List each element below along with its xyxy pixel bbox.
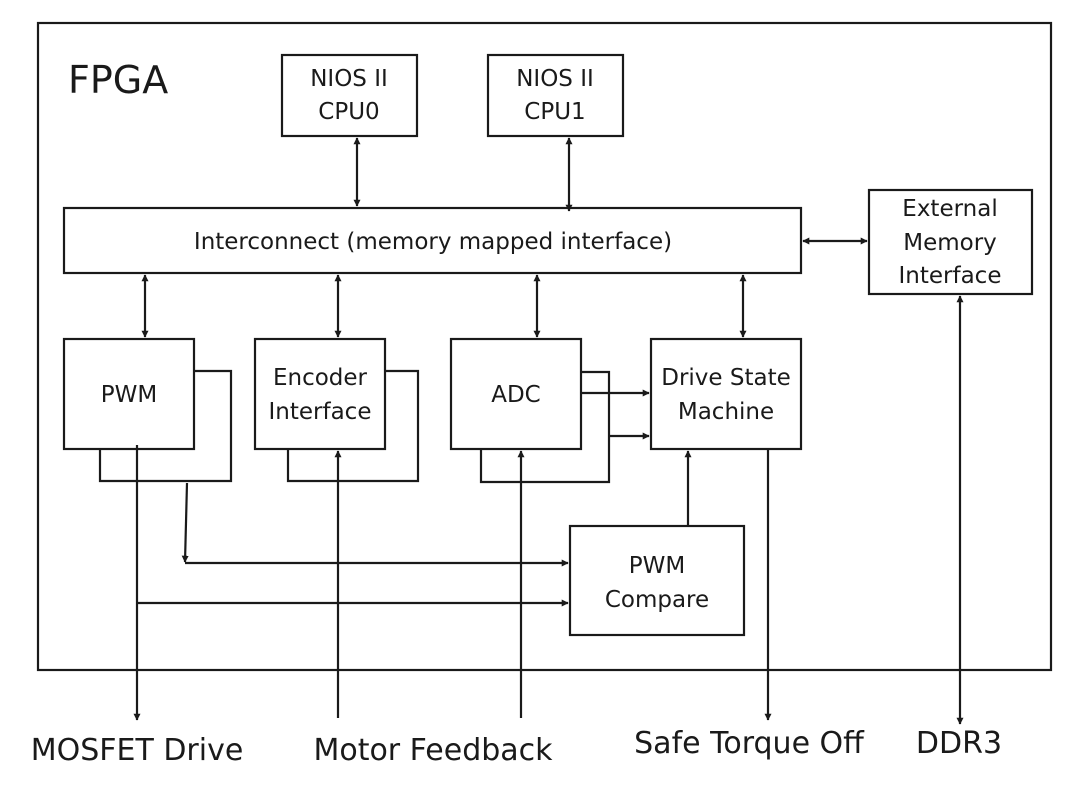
dsm-label-line2: Machine — [678, 399, 774, 425]
ext-mem-label-line1: External — [902, 196, 997, 222]
pwm-compare-block[interactable]: PWM Compare — [568, 524, 746, 637]
pwm-compare-label-line1: PWM — [629, 553, 685, 579]
pwm-block[interactable]: PWM — [62, 337, 196, 451]
cpu1-block[interactable]: NIOS II CPU1 — [486, 53, 625, 138]
label-mosfet-drive: MOSFET Drive — [31, 733, 244, 768]
label-safe-torque-off: Safe Torque Off — [634, 726, 865, 761]
encoder-stack-outline — [286, 369, 420, 483]
dsm-label-line1: Drive State — [661, 365, 791, 391]
label-motor-feedback: Motor Feedback — [313, 733, 553, 768]
ext-mem-label-line3: Interface — [899, 263, 1002, 289]
pwm-compare-label-line2: Compare — [605, 587, 709, 613]
cpu0-label-line2: CPU0 — [318, 99, 379, 125]
label-ddr3: DDR3 — [916, 726, 1002, 761]
encoder-interface-block[interactable]: Encoder Interface — [253, 337, 387, 451]
adc-label: ADC — [491, 382, 541, 408]
interconnect-label: Interconnect (memory mapped interface) — [194, 229, 672, 255]
pwm-stack-outline — [98, 369, 233, 483]
ext-mem-label-line2: Memory — [903, 230, 997, 256]
pwm-label: PWM — [101, 382, 157, 408]
cpu1-label-line1: NIOS II — [516, 66, 594, 92]
fpga-title: FPGA — [68, 58, 168, 102]
encoder-label-line2: Interface — [269, 399, 372, 425]
external-memory-interface-block[interactable]: External Memory Interface — [867, 188, 1034, 296]
adc-block[interactable]: ADC — [449, 337, 583, 451]
arrow-pwm-stack-down — [181, 482, 189, 563]
cpu0-block[interactable]: NIOS II CPU0 — [280, 53, 419, 138]
cpu0-label-line1: NIOS II — [310, 66, 388, 92]
cpu1-label-line2: CPU1 — [524, 99, 585, 125]
interconnect-block[interactable]: Interconnect (memory mapped interface) — [62, 206, 803, 275]
drive-state-machine-block[interactable]: Drive State Machine — [649, 337, 803, 451]
encoder-label-line1: Encoder — [273, 365, 368, 391]
adc-stack-outline — [479, 370, 611, 484]
